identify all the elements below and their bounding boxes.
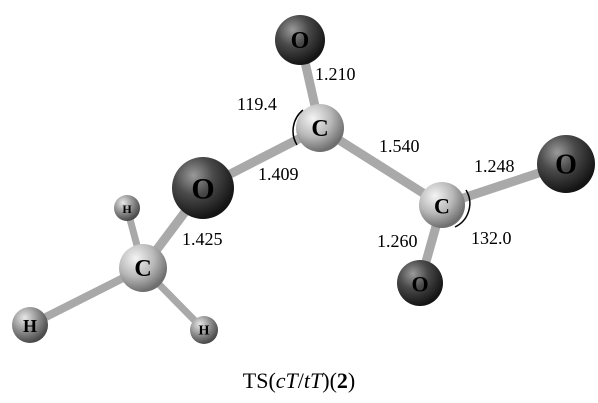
atom-c-methyl: C — [119, 244, 167, 292]
atom-o-bottom-label: O — [411, 272, 428, 297]
angle-arc-upper — [292, 109, 304, 146]
angle-value-upper: 119.4 — [237, 94, 277, 114]
atom-c-upper: C — [296, 104, 344, 152]
bond-length-o-methyl: 1.425 — [182, 229, 223, 249]
atom-h-right-label: H — [199, 324, 210, 339]
atom-o-bottom: O — [397, 260, 443, 306]
atom-c-methyl-label: C — [134, 256, 151, 282]
measurements: 1.210 119.4 1.540 1.409 1.248 1.425 1.26… — [182, 64, 515, 251]
bond-length-c-c: 1.540 — [379, 136, 420, 156]
caption-slash: / — [298, 368, 305, 393]
atom-h-right: H — [190, 316, 218, 344]
angle-arc-right — [454, 189, 471, 228]
atom-h-top-label: H — [122, 202, 132, 216]
atoms: O C O O C O H C — [12, 15, 595, 344]
bond-length-c-o-mid: 1.409 — [258, 164, 299, 184]
atom-o-right-label: O — [555, 150, 577, 181]
caption-bold-number: 2 — [337, 368, 348, 393]
bond-c-c — [315, 123, 447, 210]
atom-o-mid-label: O — [191, 173, 214, 206]
bonds — [26, 35, 571, 334]
figure-caption: TS(cT/tT)(2) — [243, 368, 355, 393]
caption-prefix: TS( — [243, 368, 276, 393]
bond-length-c-o-bottom: 1.260 — [377, 231, 418, 251]
atom-c-upper-label: C — [311, 116, 328, 142]
atom-c-right: C — [419, 182, 465, 228]
atom-c-right-label: C — [434, 194, 450, 219]
atom-o-top: O — [275, 15, 325, 65]
caption-middle: )( — [322, 368, 337, 393]
atom-h-left: H — [12, 307, 48, 343]
atom-h-left-label: H — [23, 316, 37, 336]
atom-o-mid: O — [172, 157, 234, 219]
atom-o-top-label: O — [291, 28, 310, 54]
bond-length-c-o-right: 1.248 — [474, 156, 515, 176]
bond-length-c-o-top: 1.210 — [315, 64, 356, 84]
atom-o-right: O — [537, 135, 595, 193]
caption-italic-1: cT — [276, 368, 300, 393]
angle-value-right: 132.0 — [471, 228, 512, 248]
atom-h-top: H — [114, 195, 140, 221]
caption-italic-2: tT — [304, 368, 324, 393]
caption-suffix: ) — [348, 368, 355, 393]
